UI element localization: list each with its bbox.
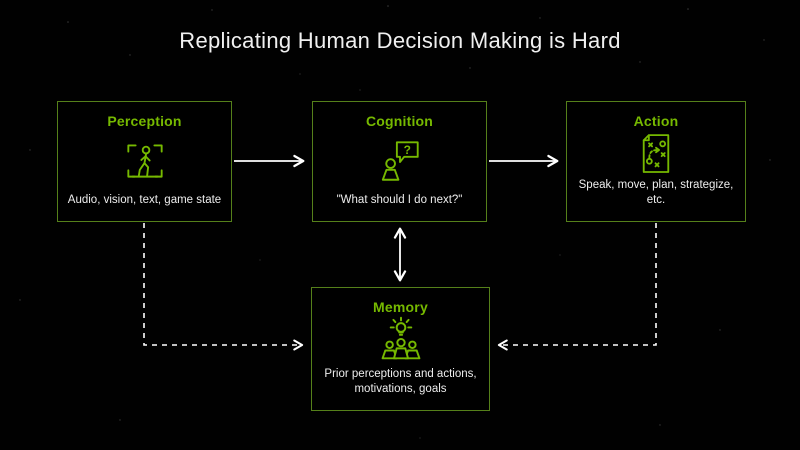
dashed-arrow-action-to-memory xyxy=(497,223,657,351)
memory-box-title: Memory xyxy=(373,299,428,315)
memory-box: Memory Prior perceptions and act xyxy=(311,287,490,411)
action-box: Action Speak, move, plan, strategize, et… xyxy=(566,101,746,222)
slide-title: Replicating Human Decision Making is Har… xyxy=(179,28,621,53)
question-mark-glyph: ? xyxy=(403,143,410,157)
action-box-description: Speak, move, plan, strategize, etc. xyxy=(578,179,734,207)
memory-box-description: Prior perceptions and actions, motivatio… xyxy=(324,368,477,396)
cognition-box-description: "What should I do next?" xyxy=(336,194,463,207)
cognition-box-title: Cognition xyxy=(365,113,434,129)
perception-box-title: Perception xyxy=(107,113,182,129)
dashed-arrow-perception-to-memory xyxy=(143,223,304,351)
person-question-icon: ? xyxy=(381,141,419,181)
group-lightbulb-icon xyxy=(381,316,420,360)
perception-box-description: Audio, vision, text, game state xyxy=(67,194,222,207)
person-scan-icon xyxy=(126,144,163,178)
action-box-title: Action xyxy=(633,113,679,129)
cognition-box: Cognition ? "What should I do next?" xyxy=(312,101,487,222)
perception-box: Perception Audio, vision, text, game sta… xyxy=(57,101,232,222)
strategy-document-icon xyxy=(642,134,670,173)
